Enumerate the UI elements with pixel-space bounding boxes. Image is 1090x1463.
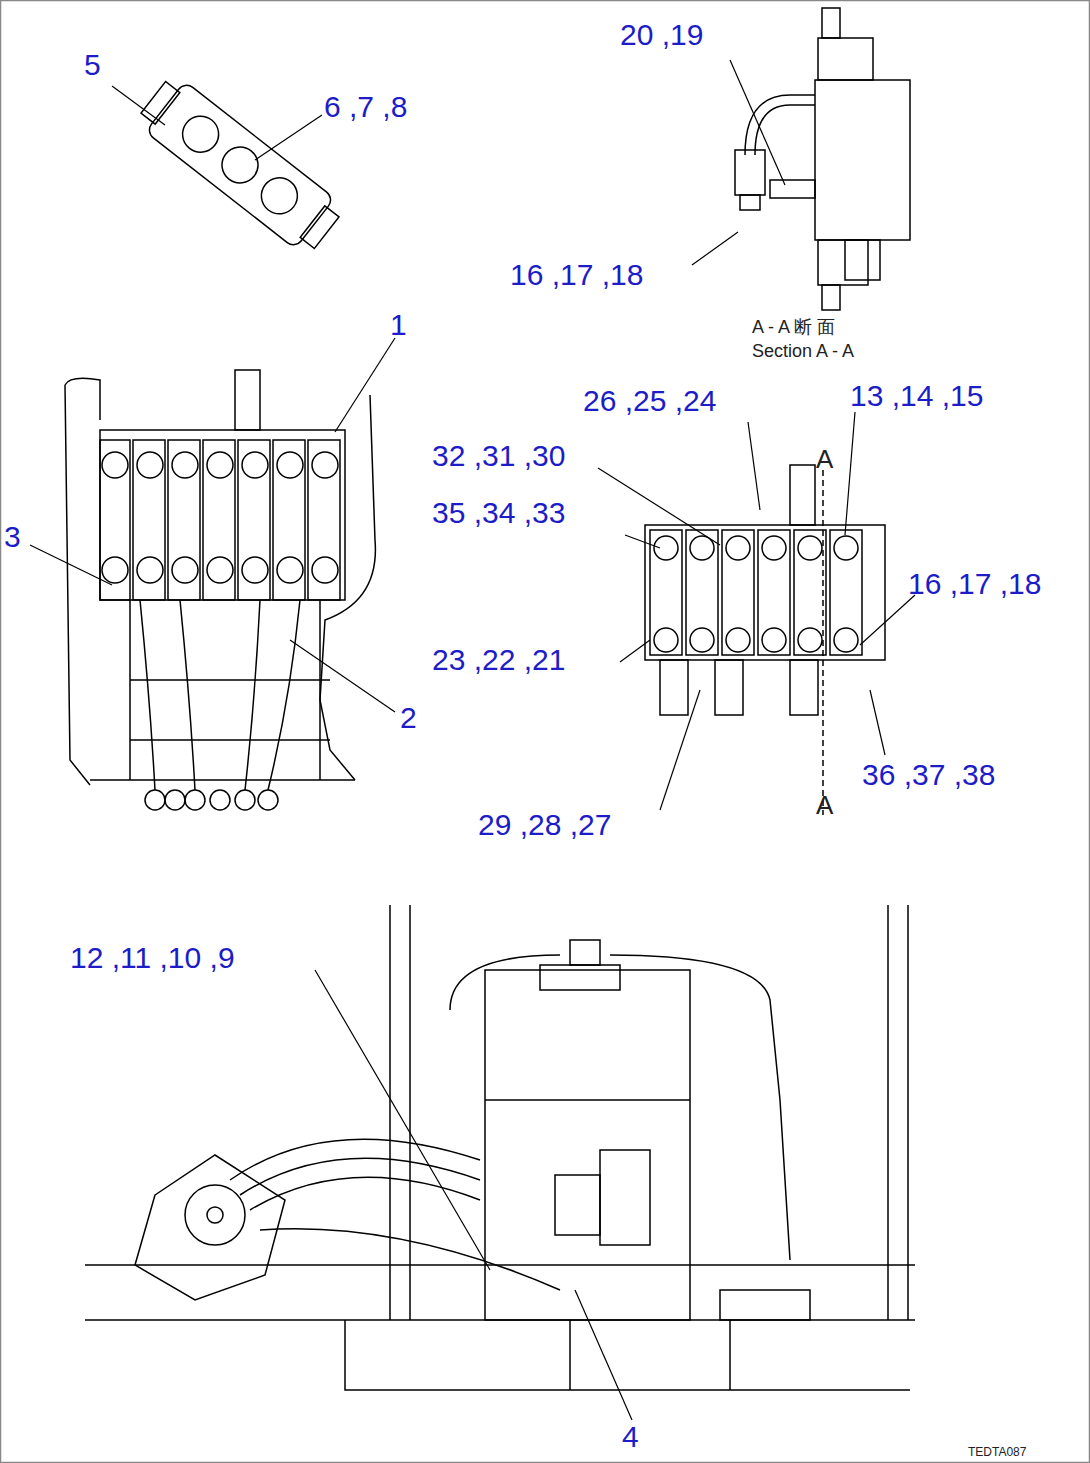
section-text: A — [816, 446, 833, 472]
section-text: Section A - A — [752, 342, 854, 360]
callout-number: 6 ,7 ,8 — [324, 92, 407, 122]
control-valve-side — [645, 465, 885, 815]
callout-number: 1 — [390, 310, 407, 340]
control-valve-front — [65, 370, 375, 810]
section-text: A — [816, 792, 833, 818]
callout-number: 35 ,34 ,33 — [432, 498, 565, 528]
callout-number: 3 — [4, 522, 21, 552]
section-text: A - A 断 面 — [752, 318, 835, 336]
machine-frame — [85, 905, 915, 1390]
leader-line — [30, 60, 915, 1420]
callout-number: 23 ,22 ,21 — [432, 645, 565, 675]
section-view — [735, 8, 910, 310]
callout-number: 4 — [622, 1422, 639, 1452]
callout-number: 2 — [400, 703, 417, 733]
callout-number: 26 ,25 ,24 — [583, 386, 716, 416]
section-text: TEDTA087 — [968, 1446, 1026, 1458]
callout-number: 36 ,37 ,38 — [862, 760, 995, 790]
callout-number: 29 ,28 ,27 — [478, 810, 611, 840]
callout-number: 16 ,17 ,18 — [510, 260, 643, 290]
callout-number: 12 ,11 ,10 ,9 — [70, 943, 235, 973]
callout-number: 5 — [84, 50, 101, 80]
callout-number: 20 ,19 — [620, 20, 703, 50]
callout-number: 32 ,31 ,30 — [432, 441, 565, 471]
callout-number: 13 ,14 ,15 — [850, 381, 983, 411]
gasket-plate — [134, 72, 347, 258]
callout-number: 16 ,17 ,18 — [908, 569, 1041, 599]
